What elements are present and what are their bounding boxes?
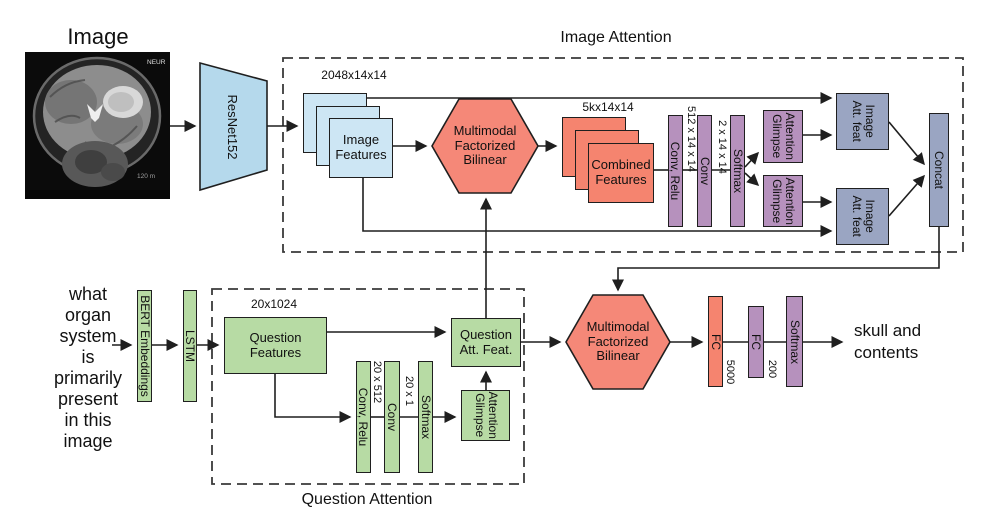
image-conv-dim-label: 2 x 14 x 14 bbox=[716, 120, 728, 174]
question-conv-bar: Conv bbox=[384, 361, 400, 473]
image-conv-relu-bar: Conv, Relu bbox=[668, 115, 683, 227]
fc1-bar: FC bbox=[708, 296, 723, 387]
image-attention-title: Image Attention bbox=[560, 29, 672, 46]
mri-overlay-bottom-text: 120 m bbox=[137, 173, 155, 180]
image-conv-label: Conv bbox=[697, 156, 712, 186]
concat-bar: Concat bbox=[929, 113, 949, 227]
fusion-softmax-bar: Softmax bbox=[786, 296, 803, 387]
answer-text: skull and contents bbox=[854, 321, 922, 362]
image-softmax-label: Softmax bbox=[730, 148, 745, 194]
image-attention-glimpse-2: Attention Glimpse bbox=[763, 175, 803, 227]
question-conv-relu-dim-label: 20 x 512 bbox=[371, 360, 383, 404]
question-softmax-bar: Softmax bbox=[418, 361, 433, 473]
image-features-box: Image Features bbox=[329, 118, 393, 178]
fusion-softmax-label: Softmax bbox=[787, 319, 802, 364]
image-conv-bar: Conv bbox=[697, 115, 712, 227]
fc1-dim-label: 5000 bbox=[724, 359, 736, 385]
combined-features-dim-label: 5kx14x14 bbox=[582, 99, 634, 114]
image-att-feat-1-label: Image Att. feat bbox=[849, 100, 877, 143]
image-att-feat-2: Image Att. feat bbox=[836, 188, 889, 245]
fc2-bar: FC bbox=[748, 306, 764, 378]
image-features-dim-label: 2048x14x14 bbox=[321, 67, 387, 82]
image-attention-glimpse-1-label: Attention Glimpse bbox=[770, 112, 798, 161]
mri-brain-image: NEUR 120 m bbox=[25, 52, 170, 199]
mfb-fusion-label: Multimodal Factorized Bilinear bbox=[586, 318, 650, 364]
question-attention-glimpse: Attention Glimpse bbox=[461, 390, 510, 441]
image-input-title: Image bbox=[67, 24, 129, 49]
question-conv-label: Conv bbox=[385, 402, 400, 432]
image-attention-glimpse-2-label: Attention Glimpse bbox=[770, 177, 798, 225]
fc2-dim-label: 200 bbox=[766, 359, 778, 379]
image-softmax-bar: Softmax bbox=[730, 115, 745, 227]
lstm-bar: LSTM bbox=[183, 290, 197, 402]
question-attention-dashed-box bbox=[211, 288, 525, 485]
mri-overlay-top-text: NEUR bbox=[147, 59, 166, 66]
image-attention-dashed-box bbox=[282, 57, 964, 253]
image-conv-relu-label: Conv, Relu bbox=[668, 141, 683, 201]
bert-embeddings-label: BERT Embeddings bbox=[137, 295, 152, 397]
resnet152-trapezoid bbox=[199, 61, 268, 192]
question-softmax-label: Softmax bbox=[418, 394, 433, 440]
question-conv-dim-label: 20 x 1 bbox=[403, 376, 415, 406]
image-attention-glimpse-1: Attention Glimpse bbox=[763, 110, 803, 163]
concat-label: Concat bbox=[932, 150, 946, 190]
resnet152-label: ResNet152 bbox=[225, 94, 241, 160]
combined-features-box: Combined Features bbox=[588, 143, 654, 203]
question-features-dim-label: 20x1024 bbox=[250, 296, 298, 311]
image-att-feat-2-label: Image Att. feat bbox=[849, 195, 877, 238]
mri-brain-illustration: NEUR 120 m bbox=[25, 52, 170, 199]
fc2-label: FC bbox=[749, 334, 763, 350]
mfb-image-attention-label: Multimodal Factorized Bilinear bbox=[453, 122, 517, 168]
image-att-feat-1: Image Att. feat bbox=[836, 93, 889, 150]
question-att-feat-box: Question Att. Feat. bbox=[451, 318, 521, 367]
question-text: what organ system is primarily present i… bbox=[53, 284, 122, 451]
question-features-box: Question Features bbox=[224, 317, 327, 374]
question-attention-glimpse-label: Attention Glimpse bbox=[472, 391, 500, 440]
question-conv-relu-bar: Conv, Relu bbox=[356, 361, 371, 473]
bert-embeddings-bar: BERT Embeddings bbox=[137, 290, 152, 402]
lstm-label: LSTM bbox=[183, 329, 198, 363]
question-attention-title: Question Attention bbox=[301, 491, 433, 508]
fc1-label: FC bbox=[708, 333, 723, 350]
